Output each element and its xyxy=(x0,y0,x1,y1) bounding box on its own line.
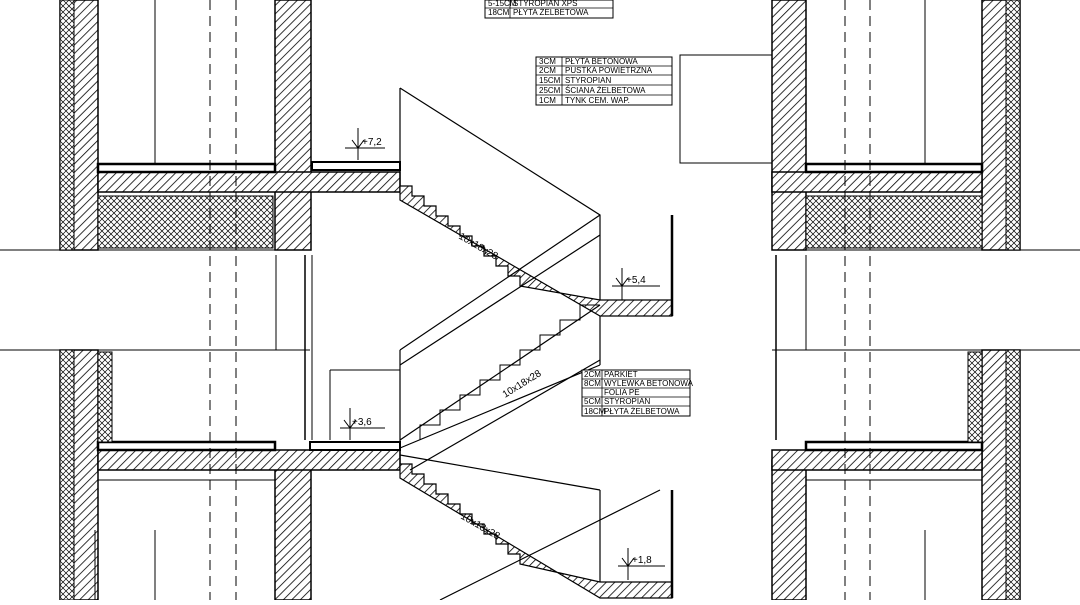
elevation-label: +5,4 xyxy=(626,275,646,286)
layer-material: STYROPIAN xyxy=(565,76,611,85)
right-wing xyxy=(679,0,1080,601)
staircase xyxy=(309,87,674,601)
layer-thickness: 5-15CM xyxy=(488,0,517,8)
layer-material: PŁYTA BETONOWA xyxy=(565,57,638,66)
layer-thickness: 18CM xyxy=(488,8,510,17)
layer-thickness: 15CM xyxy=(539,76,561,85)
left-floor-lower xyxy=(96,440,277,452)
layer-thickness: 2CM xyxy=(539,66,556,75)
left-window-upper xyxy=(97,195,274,249)
left-insulation-upper xyxy=(59,0,75,251)
left-column-lower xyxy=(274,459,312,601)
left-wing xyxy=(0,0,401,601)
layer-thickness: 18CM xyxy=(584,407,606,416)
layer-material: STYROPIAN XPS xyxy=(513,0,577,8)
layer-material: FOLIA PE xyxy=(604,388,640,397)
right-slab-upper xyxy=(771,171,983,193)
layer-thickness: 2CM xyxy=(584,370,601,379)
layer-thickness: 3CM xyxy=(539,57,556,66)
layer-table-roof: 5-15CM STYROPIAN XPS 18CM PŁYTA ŻELBETOW… xyxy=(484,0,614,19)
layer-thickness: 5CM xyxy=(584,397,601,406)
layer-material: STYROPIAN xyxy=(604,397,650,406)
right-insulation-lower xyxy=(1005,349,1021,601)
stair-flight-lower xyxy=(399,448,673,599)
elevation-mark-4: +1,8 xyxy=(618,548,665,580)
layer-material: ŚCIANA ŻELBETOWA xyxy=(565,86,646,95)
left-slab-upper xyxy=(97,171,401,193)
layer-material: TYNK CEM. WAP. xyxy=(565,96,630,105)
layer-table-wall: 3CM PŁYTA BETONOWA 2CM PUSTKA POWIETRZNA… xyxy=(535,56,673,106)
left-window-lower xyxy=(97,351,113,443)
left-slab-lower xyxy=(97,449,401,471)
right-column-upper xyxy=(771,0,807,251)
right-insulation-upper xyxy=(1005,0,1021,251)
layer-thickness: 25CM xyxy=(539,86,561,95)
elevation-label: +1,8 xyxy=(632,555,652,566)
right-frame xyxy=(679,54,773,164)
layer-material: PŁYTA ŻELBETOWA xyxy=(604,407,680,416)
elevation-mark-3: +3,6 xyxy=(340,408,385,440)
stair-flight-upper xyxy=(399,170,673,317)
left-column-upper xyxy=(274,0,312,251)
stair-label-lower: 10x18x28 xyxy=(459,511,502,542)
elevation-label: +7,2 xyxy=(362,137,382,148)
layer-thickness: 8CM xyxy=(584,379,601,388)
right-slab-lower xyxy=(771,449,983,471)
elevation-marks: +7,2 +5,4 +3,6 +1,8 xyxy=(340,128,665,580)
elevation-mark-1: +7,2 xyxy=(345,128,385,160)
layer-thickness: 1CM xyxy=(539,96,556,105)
left-insulation-lower xyxy=(59,349,75,601)
right-column-lower xyxy=(771,459,807,601)
right-window-upper xyxy=(805,195,983,249)
left-floor-upper xyxy=(96,162,277,174)
layer-material: PUSTKA POWIETRZNA xyxy=(565,66,653,75)
layer-material: PŁYTA ŻELBETOWA xyxy=(513,8,589,17)
stair-label-upper: 10x18x28 xyxy=(457,231,500,262)
layer-table-floor: 2CM PARKIET 8CM WYLEWKA BETONOWA FOLIA P… xyxy=(581,369,694,417)
layer-material: WYLEWKA BETONOWA xyxy=(604,379,694,388)
layer-material: PARKIET xyxy=(604,370,638,379)
elevation-mark-2: +5,4 xyxy=(612,268,660,300)
elevation-label: +3,6 xyxy=(352,417,372,428)
